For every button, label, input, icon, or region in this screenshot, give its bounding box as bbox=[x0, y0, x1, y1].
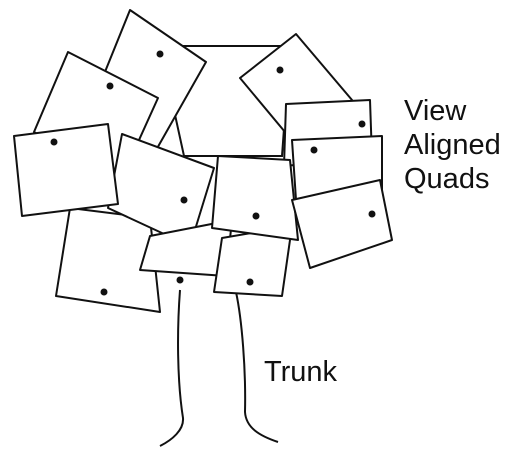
quad-anchor-dot bbox=[180, 196, 188, 204]
quad bbox=[291, 179, 393, 269]
quad-anchor-dot bbox=[246, 278, 254, 286]
trunk bbox=[159, 289, 279, 447]
quad bbox=[13, 123, 119, 217]
trunk-right-edge bbox=[235, 291, 279, 443]
quad-anchor-dot bbox=[310, 146, 318, 154]
quad-anchor-dot bbox=[176, 276, 184, 284]
quad bbox=[211, 155, 299, 241]
view-aligned-quads-label-line-3: Quads bbox=[404, 163, 490, 195]
quad-anchor-dot bbox=[358, 120, 366, 128]
view-aligned-quads bbox=[13, 9, 393, 313]
view-aligned-quads-label-line-1: View bbox=[404, 95, 467, 127]
quad-anchor-dot bbox=[50, 138, 58, 146]
quad-anchor-dot bbox=[252, 212, 260, 220]
quad-anchor-dot bbox=[156, 50, 164, 58]
quad-anchor-dot bbox=[100, 288, 108, 296]
quad-anchor-dot bbox=[106, 82, 114, 90]
quad-anchor-dot bbox=[276, 66, 284, 74]
view-aligned-quads-label-line-2: Aligned bbox=[404, 129, 501, 161]
trunk-label: Trunk bbox=[264, 356, 338, 388]
trunk-left-edge bbox=[159, 289, 185, 447]
view-aligned-quads-label: View Aligned Quads bbox=[404, 94, 501, 196]
quad-anchor-dot bbox=[368, 210, 376, 218]
